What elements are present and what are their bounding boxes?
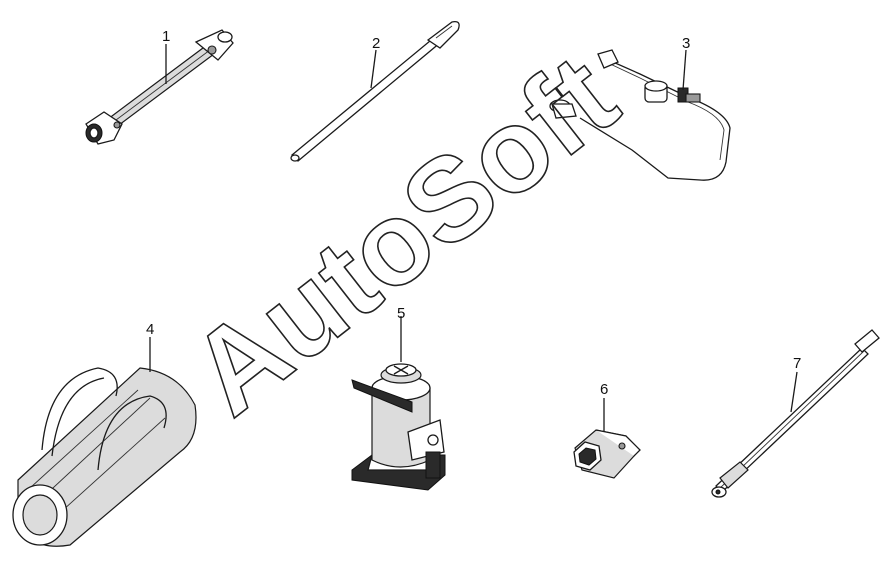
spare-tire-lift-handle-icon bbox=[549, 49, 731, 181]
extension-bar-icon bbox=[711, 329, 880, 498]
callout-4: 4 bbox=[146, 321, 154, 338]
callout-1: 1 bbox=[162, 28, 170, 45]
callout-3: 3 bbox=[682, 35, 690, 52]
callout-7: 7 bbox=[793, 355, 801, 372]
tool-bag-icon bbox=[12, 337, 197, 547]
callout-2: 2 bbox=[372, 35, 380, 52]
bottle-jack-icon bbox=[351, 316, 446, 491]
hex-socket-adapter-icon bbox=[573, 398, 641, 479]
jack-handle-rod-icon bbox=[290, 21, 460, 162]
lug-wrench-icon bbox=[85, 29, 234, 145]
callout-6: 6 bbox=[600, 381, 608, 398]
callout-5: 5 bbox=[397, 305, 405, 322]
